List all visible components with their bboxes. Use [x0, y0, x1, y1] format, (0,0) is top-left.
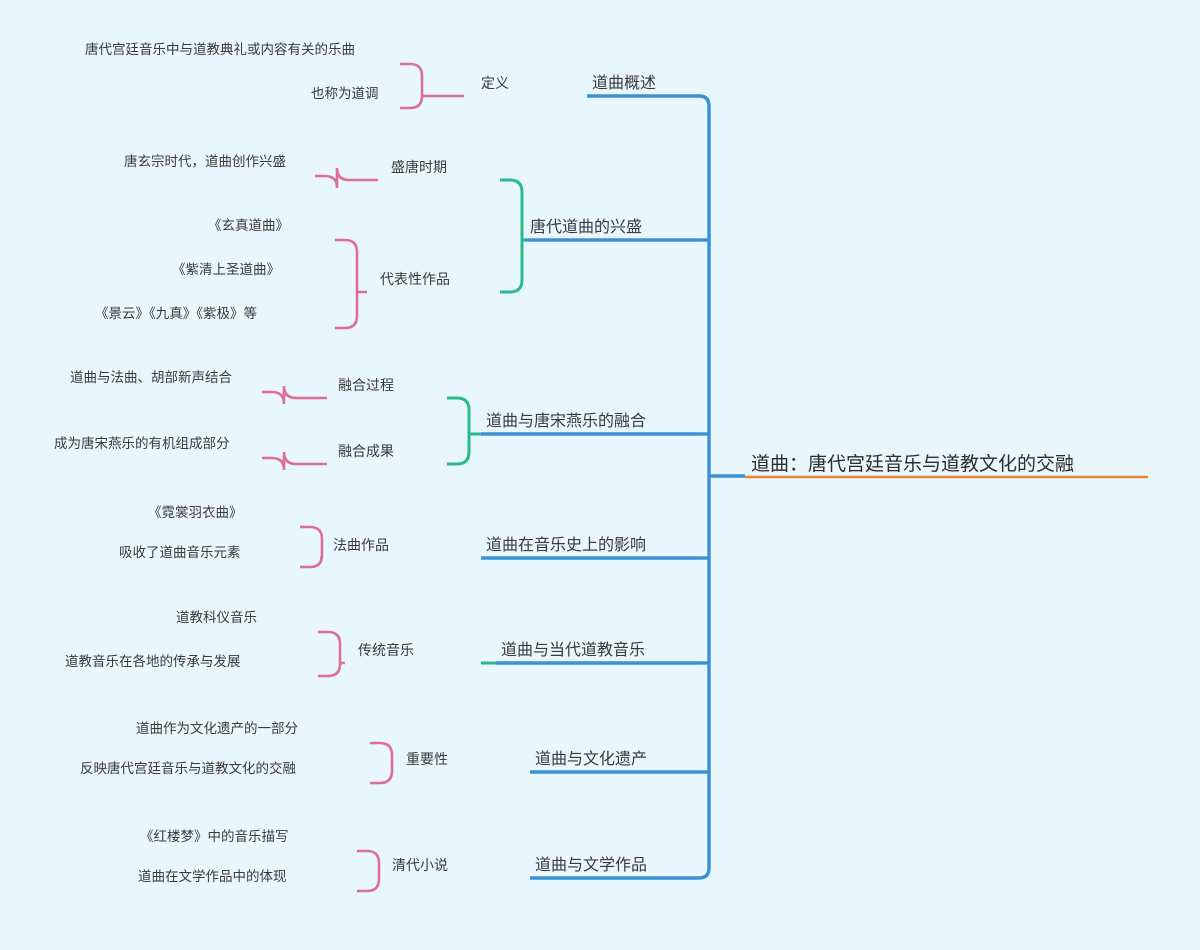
level1-node-6[interactable]: 道曲与文化遗产: [535, 751, 648, 768]
level1-node-1[interactable]: 道曲概述: [592, 75, 657, 92]
connector-path: [500, 178, 524, 294]
leaf-node-9-1[interactable]: 《红楼梦》中的音乐描写: [140, 829, 289, 844]
level2-node-7-1[interactable]: 清代小说: [392, 857, 448, 873]
connector-path: [315, 167, 378, 189]
level2-node-2-2[interactable]: 代表性作品: [380, 271, 450, 287]
connector-path: [357, 849, 381, 893]
leaf-node-4-1[interactable]: 道曲与法曲、胡部新声结合: [70, 370, 232, 385]
level2-node-2-1[interactable]: 盛唐时期: [391, 159, 447, 175]
leaf-node-3-1[interactable]: 《玄真道曲》: [208, 218, 289, 233]
level2-node-1-1[interactable]: 定义: [481, 75, 509, 91]
leaf-node-6-1[interactable]: 《霓裳羽衣曲》: [148, 505, 243, 520]
connector-path: [697, 94, 711, 880]
leaf-node-3-2[interactable]: 《紫清上圣道曲》: [172, 262, 280, 277]
level1-node-7[interactable]: 道曲与文学作品: [535, 857, 648, 874]
connector-path: [447, 396, 471, 466]
connector-path: [262, 385, 327, 405]
leaf-node-1-1[interactable]: 唐代宫廷音乐中与道教典礼或内容有关的乐曲: [85, 42, 355, 57]
connector-path: [300, 525, 324, 569]
leaf-node-7-2[interactable]: 道教音乐在各地的传承与发展: [65, 654, 241, 669]
root-node-label[interactable]: 道曲：唐代宫廷音乐与道教文化的交融: [751, 454, 1075, 475]
level2-node-6-1[interactable]: 重要性: [406, 751, 448, 767]
leaf-node-7-1[interactable]: 道教科仪音乐: [176, 610, 257, 625]
leaf-node-1-2[interactable]: 也称为道调: [311, 86, 379, 101]
leaf-node-2-1[interactable]: 唐玄宗时代，道曲创作兴盛: [124, 154, 286, 169]
connector-path: [262, 451, 327, 471]
level1-node-2[interactable]: 唐代道曲的兴盛: [530, 219, 643, 236]
leaf-node-8-2[interactable]: 反映唐代宫廷音乐与道教文化的交融: [80, 761, 296, 776]
connector-path: [370, 741, 394, 785]
level2-node-3-1[interactable]: 融合过程: [338, 377, 394, 393]
leaf-node-5-1[interactable]: 成为唐宋燕乐的有机组成部分: [54, 436, 230, 451]
leaf-node-9-2[interactable]: 道曲在文学作品中的体现: [138, 869, 287, 884]
leaf-node-3-3[interactable]: 《景云》《九真》《紫极》等: [95, 306, 257, 321]
connector-path: [400, 62, 424, 110]
leaf-node-8-1[interactable]: 道曲作为文化遗产的一部分: [136, 721, 298, 736]
level1-node-5[interactable]: 道曲与当代道教音乐: [501, 642, 646, 659]
level1-node-3[interactable]: 道曲与唐宋燕乐的融合: [486, 413, 647, 430]
leaf-node-6-2[interactable]: 吸收了道曲音乐元素: [119, 545, 241, 560]
level2-node-5-1[interactable]: 传统音乐: [358, 642, 414, 658]
level2-node-3-2[interactable]: 融合成果: [338, 443, 394, 459]
connector-path: [318, 630, 342, 678]
level2-node-4-1[interactable]: 法曲作品: [333, 537, 389, 553]
level1-node-4[interactable]: 道曲在音乐史上的影响: [486, 537, 647, 554]
connector-path: [335, 238, 359, 330]
